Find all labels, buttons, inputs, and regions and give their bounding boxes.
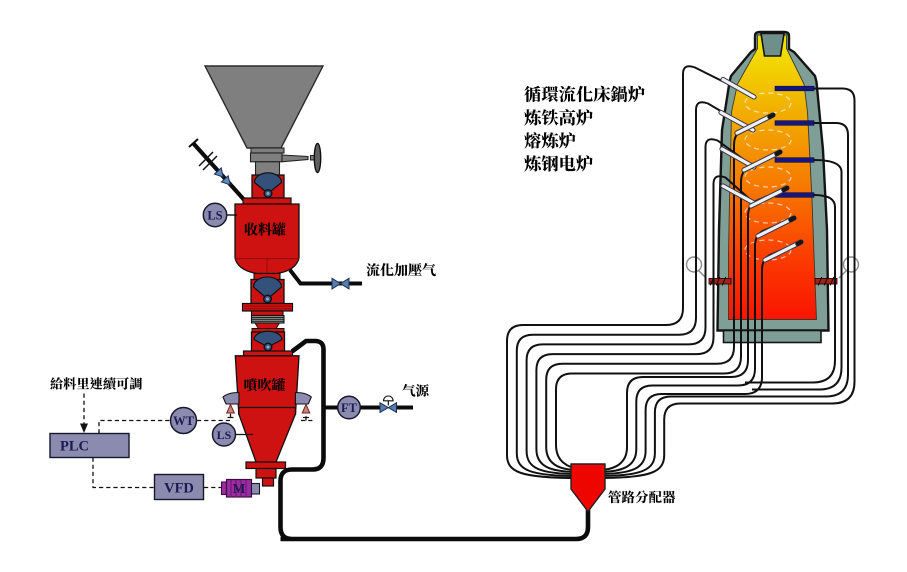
svg-text:LS: LS [207,209,222,223]
svg-text:M: M [233,481,246,496]
svg-text:LS: LS [217,428,232,442]
svg-text:VFD: VFD [164,481,194,497]
svg-text:FT: FT [341,401,358,415]
svg-text:WT: WT [173,414,195,428]
svg-text:PLC: PLC [60,439,89,455]
